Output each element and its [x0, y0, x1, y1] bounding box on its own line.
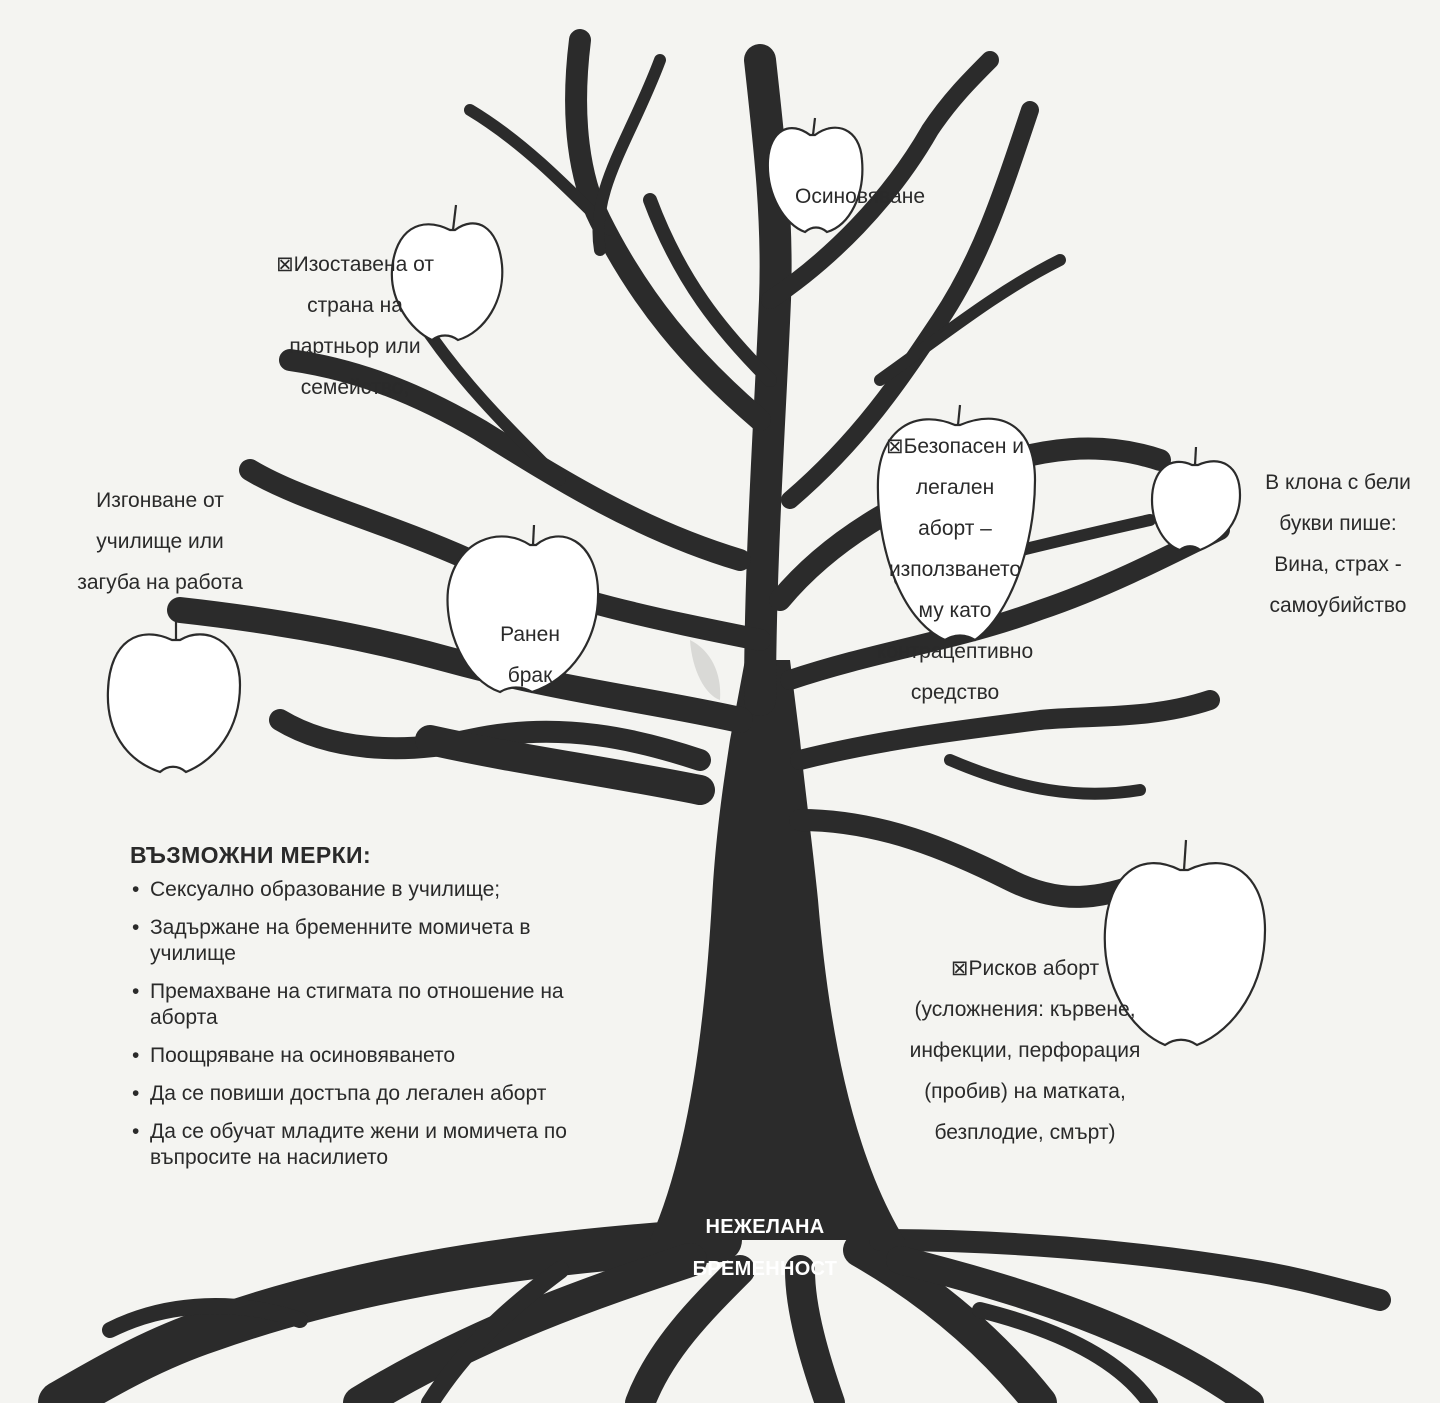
- root-label: НЕЖЕЛАНА БРЕМЕННОСТ: [680, 1206, 850, 1290]
- label-riskov: ⊠Рисков аборт (усложнения: кървене, инфе…: [895, 948, 1155, 1153]
- label-line: (пробив) на матката,: [924, 1080, 1126, 1103]
- label-line: Вина, страх -: [1274, 553, 1402, 576]
- label-line: загуба на работа: [77, 571, 243, 594]
- tree-roots: [38, 1218, 1391, 1403]
- measures-item: Да се повиши достъпа до легален аборт: [130, 1081, 600, 1107]
- apple-icon: [876, 404, 1037, 642]
- measures-item: Сексуално образование в училище;: [130, 877, 600, 903]
- label-line: контрацептивно: [876, 640, 1034, 663]
- measures-item: Да се обучат младите жени и момичета по …: [130, 1119, 600, 1171]
- tree-trunk: [650, 660, 905, 1240]
- measures-list: Сексуално образование в училище; Задържа…: [130, 877, 600, 1171]
- label-line: Осиновяване: [794, 185, 925, 208]
- label-line: училище или: [96, 530, 224, 553]
- label-line: използването: [888, 558, 1022, 581]
- apple-icon: [766, 117, 864, 234]
- label-line: семейство;: [300, 376, 410, 399]
- label-izgonvane: Изгонване от училище или загуба на работ…: [55, 480, 265, 603]
- label-line: букви пише:: [1279, 512, 1397, 535]
- label-bezopasen: ⊠Безопасен и легален аборт – използванет…: [870, 426, 1040, 713]
- label-line: Изгонване от: [96, 489, 224, 512]
- root-label-line: НЕЖЕЛАНА: [705, 1216, 825, 1238]
- apple-icon: [1103, 839, 1267, 1047]
- label-line: средство: [910, 681, 1000, 704]
- apple-icon: [390, 204, 504, 342]
- root-label-line: БРЕМЕННОСТ: [692, 1258, 838, 1280]
- apple-icon: [446, 524, 600, 694]
- apple-icon: [1150, 446, 1242, 552]
- label-line: ⊠Безопасен и: [885, 435, 1025, 458]
- label-line: ⊠Рисков аборт: [950, 957, 1100, 980]
- label-izostavena: ⊠Изоставена от страна на партньор или се…: [255, 244, 455, 408]
- measures-item: Задържане на бременните момичета в учили…: [130, 915, 600, 967]
- measures-item: Премахване на стигмата по отношение на а…: [130, 979, 600, 1031]
- label-v-klona: В клона с бели букви пише: Вина, страх -…: [1248, 462, 1428, 626]
- label-line: брак: [507, 664, 553, 687]
- label-line: страна на: [307, 294, 403, 317]
- label-ranen-brak: Ранен брак: [475, 614, 585, 696]
- measures-title: ВЪЗМОЖНИ МЕРКИ:: [130, 842, 372, 868]
- label-line: инфекции, перфорация: [909, 1039, 1141, 1062]
- measures-block: ВЪЗМОЖНИ МЕРКИ: Сексуално образование в …: [130, 842, 600, 1183]
- measures-item: Поощряване на осиновяването: [130, 1043, 600, 1069]
- label-line: В клона с бели: [1265, 471, 1411, 494]
- label-line: ⊠Изоставена от: [276, 253, 434, 276]
- label-line: партньор или: [289, 335, 421, 358]
- label-line: аборт –: [918, 517, 992, 540]
- label-line: самоубийство: [1269, 594, 1407, 617]
- label-line: безплодие, смърт): [934, 1121, 1116, 1144]
- label-line: Ранен: [500, 623, 560, 646]
- tree-branches: [167, 29, 1230, 908]
- label-line: легален: [915, 476, 995, 499]
- apple-icon: [106, 620, 242, 774]
- label-line: (усложнения: кървене,: [914, 998, 1136, 1021]
- label-line: му като: [918, 599, 992, 622]
- label-osinovyavane: Осиновяване: [770, 176, 950, 217]
